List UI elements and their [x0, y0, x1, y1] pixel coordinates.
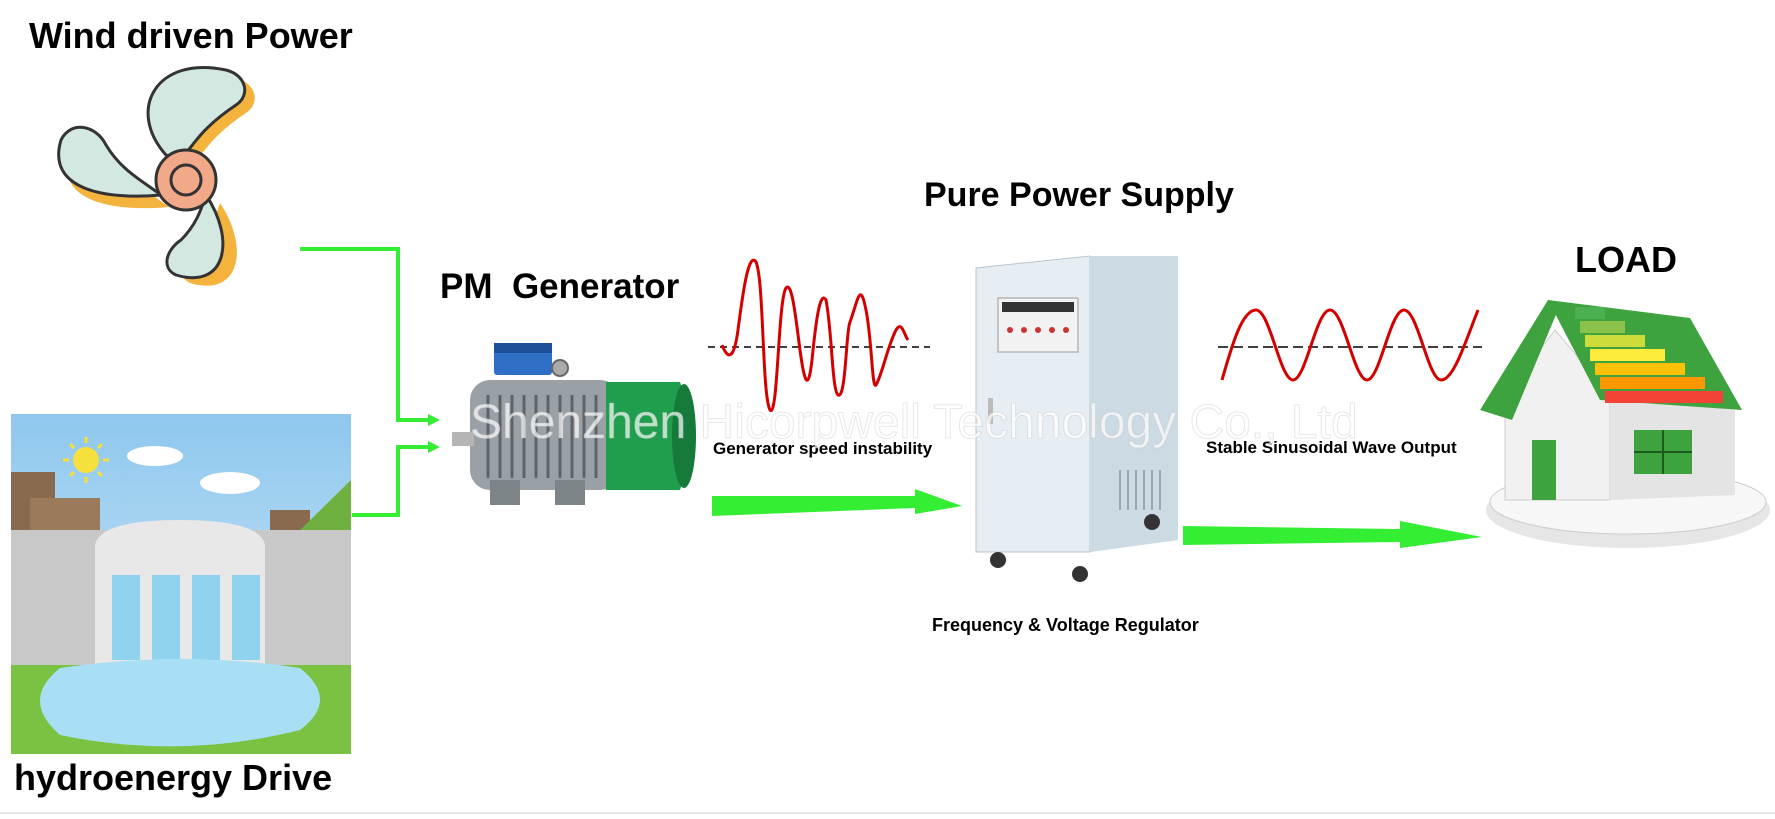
stable-label: Stable Sinusoidal Wave Output	[1206, 438, 1457, 457]
cabinet-icon	[975, 255, 1178, 582]
fan-icon	[57, 66, 255, 286]
house-icon	[1480, 300, 1770, 548]
hydro-label: hydroenergy Drive	[14, 757, 332, 798]
regulator-label: Frequency & Voltage Regulator	[932, 615, 1199, 635]
instability-label: Generator speed instability	[713, 439, 933, 458]
generator-label: PM Generator	[440, 267, 680, 306]
stable-wave	[1218, 308, 1482, 382]
connector-arrow-head	[428, 441, 440, 453]
flow-arrow	[712, 489, 962, 516]
connector-arrow-head	[428, 414, 440, 426]
dam-icon	[11, 414, 351, 754]
flow-arrow	[1183, 521, 1482, 548]
motor-icon	[452, 343, 696, 505]
load-label: LOAD	[1575, 239, 1677, 280]
wind-label: Wind driven Power	[29, 15, 353, 56]
watermark: Shenzhen Hicorpwell Technology Co., Ltd	[470, 396, 1358, 449]
unstable-wave	[708, 258, 930, 412]
supply-label: Pure Power Supply	[924, 176, 1234, 214]
flow-connector	[300, 247, 428, 517]
bottom-divider	[0, 812, 1775, 814]
